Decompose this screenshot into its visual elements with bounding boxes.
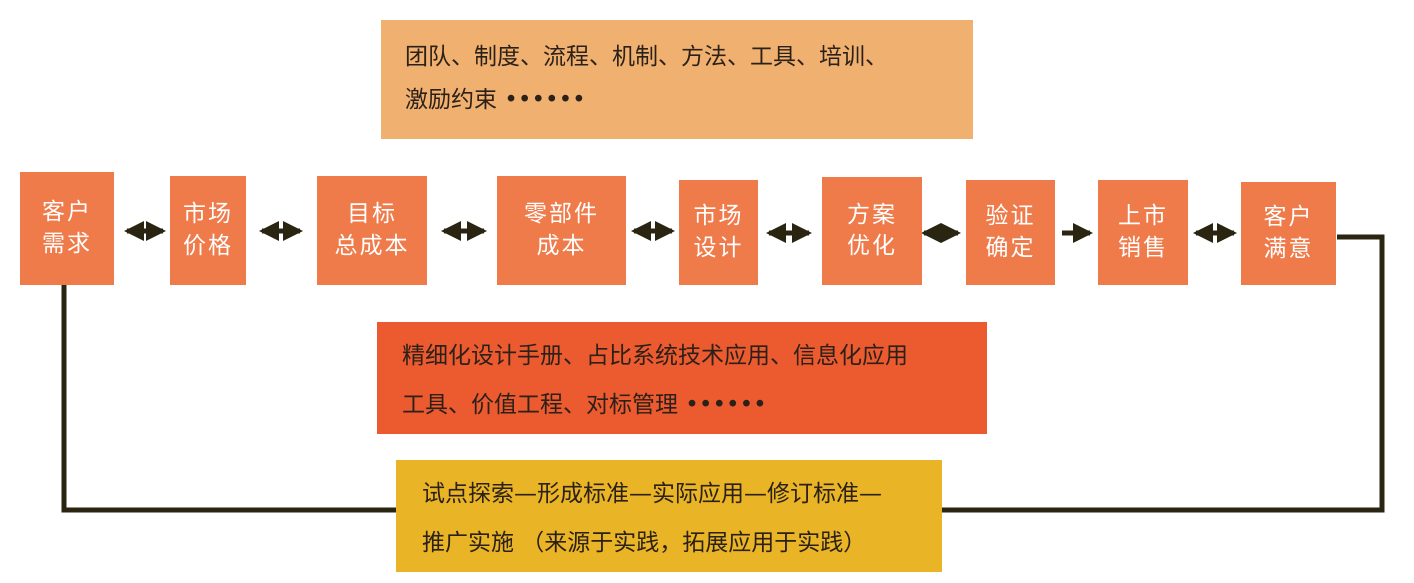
step-target-total-cost-line-2: 总成本 xyxy=(334,232,410,259)
step-market-price-line-2: 价格 xyxy=(183,232,233,259)
step-verification: 验证 确定 xyxy=(966,180,1055,285)
step-target-total-cost: 目标 总成本 xyxy=(317,176,427,285)
step-market-price: 市场 价格 xyxy=(170,176,246,285)
step-market-price-line-1: 市场 xyxy=(183,201,233,228)
methods-tools-box: 精细化设计手册、占比系统技术应用、信息化应用 工具、价值工程、对标管理 ••••… xyxy=(377,322,987,434)
step-customer-satisfaction-line-1: 客户 xyxy=(1263,204,1314,231)
step-plan-optimization: 方案 优化 xyxy=(822,177,922,285)
methods-tools-line-2: 工具、价值工程、对标管理 •••••• xyxy=(402,391,767,418)
step-market-launch: 上市 销售 xyxy=(1098,180,1188,285)
practice-cycle-line-2: 推广实施 （来源于实践，拓展应用于实践） xyxy=(422,529,867,556)
step-market-design-line-2: 设计 xyxy=(693,234,744,261)
methods-tools-line-1: 精细化设计手册、占比系统技术应用、信息化应用 xyxy=(402,343,908,369)
step-market-design-line-1: 市场 xyxy=(693,203,744,230)
support-elements-line-1: 团队、制度、流程、机制、方法、工具、培训、 xyxy=(405,44,888,70)
step-verification-line-1: 验证 xyxy=(985,203,1036,230)
step-customer-demand-line-2: 需求 xyxy=(42,230,92,257)
step-component-cost-line-1: 零部件 xyxy=(524,201,599,228)
practice-cycle-box: 试点探索—形成标准—实际应用—修订标准— 推广实施 （来源于实践，拓展应用于实践… xyxy=(396,460,942,572)
feedback-loop-right xyxy=(942,234,1385,513)
support-elements-box: 团队、制度、流程、机制、方法、工具、培训、 激励约束 •••••• xyxy=(381,20,973,139)
step-customer-demand-line-1: 客户 xyxy=(42,199,92,226)
support-elements-line-2: 激励约束 •••••• xyxy=(405,86,586,113)
feedback-loop-left xyxy=(61,285,396,513)
step-verification-line-2: 确定 xyxy=(985,234,1036,261)
step-component-cost: 零部件 成本 xyxy=(497,176,626,285)
step-customer-satisfaction-line-2: 满意 xyxy=(1263,235,1314,262)
step-component-cost-line-2: 成本 xyxy=(536,232,587,259)
practice-cycle-line-1: 试点探索—形成标准—实际应用—修订标准— xyxy=(422,481,882,507)
step-market-launch-line-2: 销售 xyxy=(1118,234,1168,261)
step-customer-demand: 客户 需求 xyxy=(20,172,114,285)
step-market-launch-line-1: 上市 xyxy=(1118,203,1168,230)
step-customer-satisfaction: 客户 满意 xyxy=(1241,182,1336,285)
step-market-design: 市场 设计 xyxy=(679,180,758,285)
step-plan-optimization-line-1: 方案 xyxy=(847,201,897,228)
step-target-total-cost-line-1: 目标 xyxy=(347,201,397,228)
step-plan-optimization-line-2: 优化 xyxy=(847,233,897,259)
